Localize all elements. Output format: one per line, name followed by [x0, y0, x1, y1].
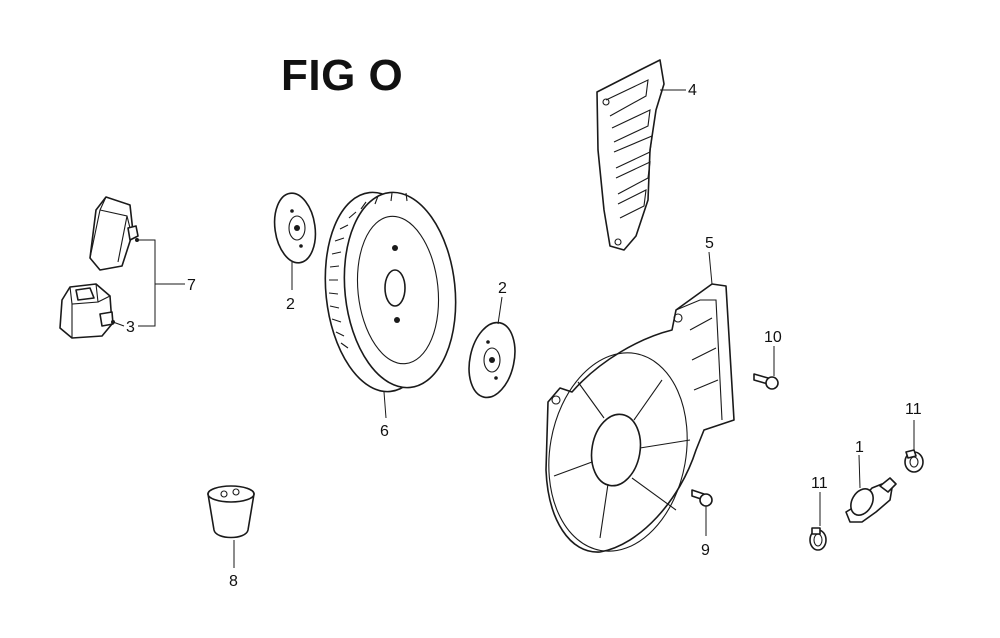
part-6-flywheel: [324, 191, 457, 419]
callout-2-left: 2: [286, 296, 295, 313]
part-10-screw: [753, 346, 779, 390]
callout-1: 1: [855, 439, 864, 456]
callout-8: 8: [229, 573, 238, 590]
callout-7: 7: [187, 277, 196, 294]
callout-2-right: 2: [498, 280, 507, 297]
part-2-washer-right: [468, 296, 516, 399]
callout-11-left: 11: [811, 475, 828, 492]
part-2-washer-left: [273, 192, 317, 290]
callout-11-right: 11: [905, 401, 922, 418]
callout-6: 6: [380, 423, 389, 440]
bracket-7-3: [111, 238, 185, 327]
callout-3: 3: [126, 319, 135, 336]
part-1-connector: [845, 454, 897, 523]
part-11-clamp-left: [809, 492, 827, 551]
figure-title: FIG O: [281, 51, 404, 100]
callout-5: 5: [705, 235, 714, 252]
part-5-fan-cover: [545, 251, 735, 553]
part-3-switch-block: [59, 283, 114, 339]
part-7-switch-cover: [89, 196, 139, 271]
part-11-clamp-right: [904, 420, 924, 473]
part-8-rubber-cap: [207, 485, 255, 568]
callout-4: 4: [688, 82, 697, 99]
callout-9: 9: [701, 542, 710, 559]
callout-10: 10: [764, 329, 782, 346]
part-9-screw: [691, 489, 713, 536]
part-4-baffle: [596, 59, 686, 251]
